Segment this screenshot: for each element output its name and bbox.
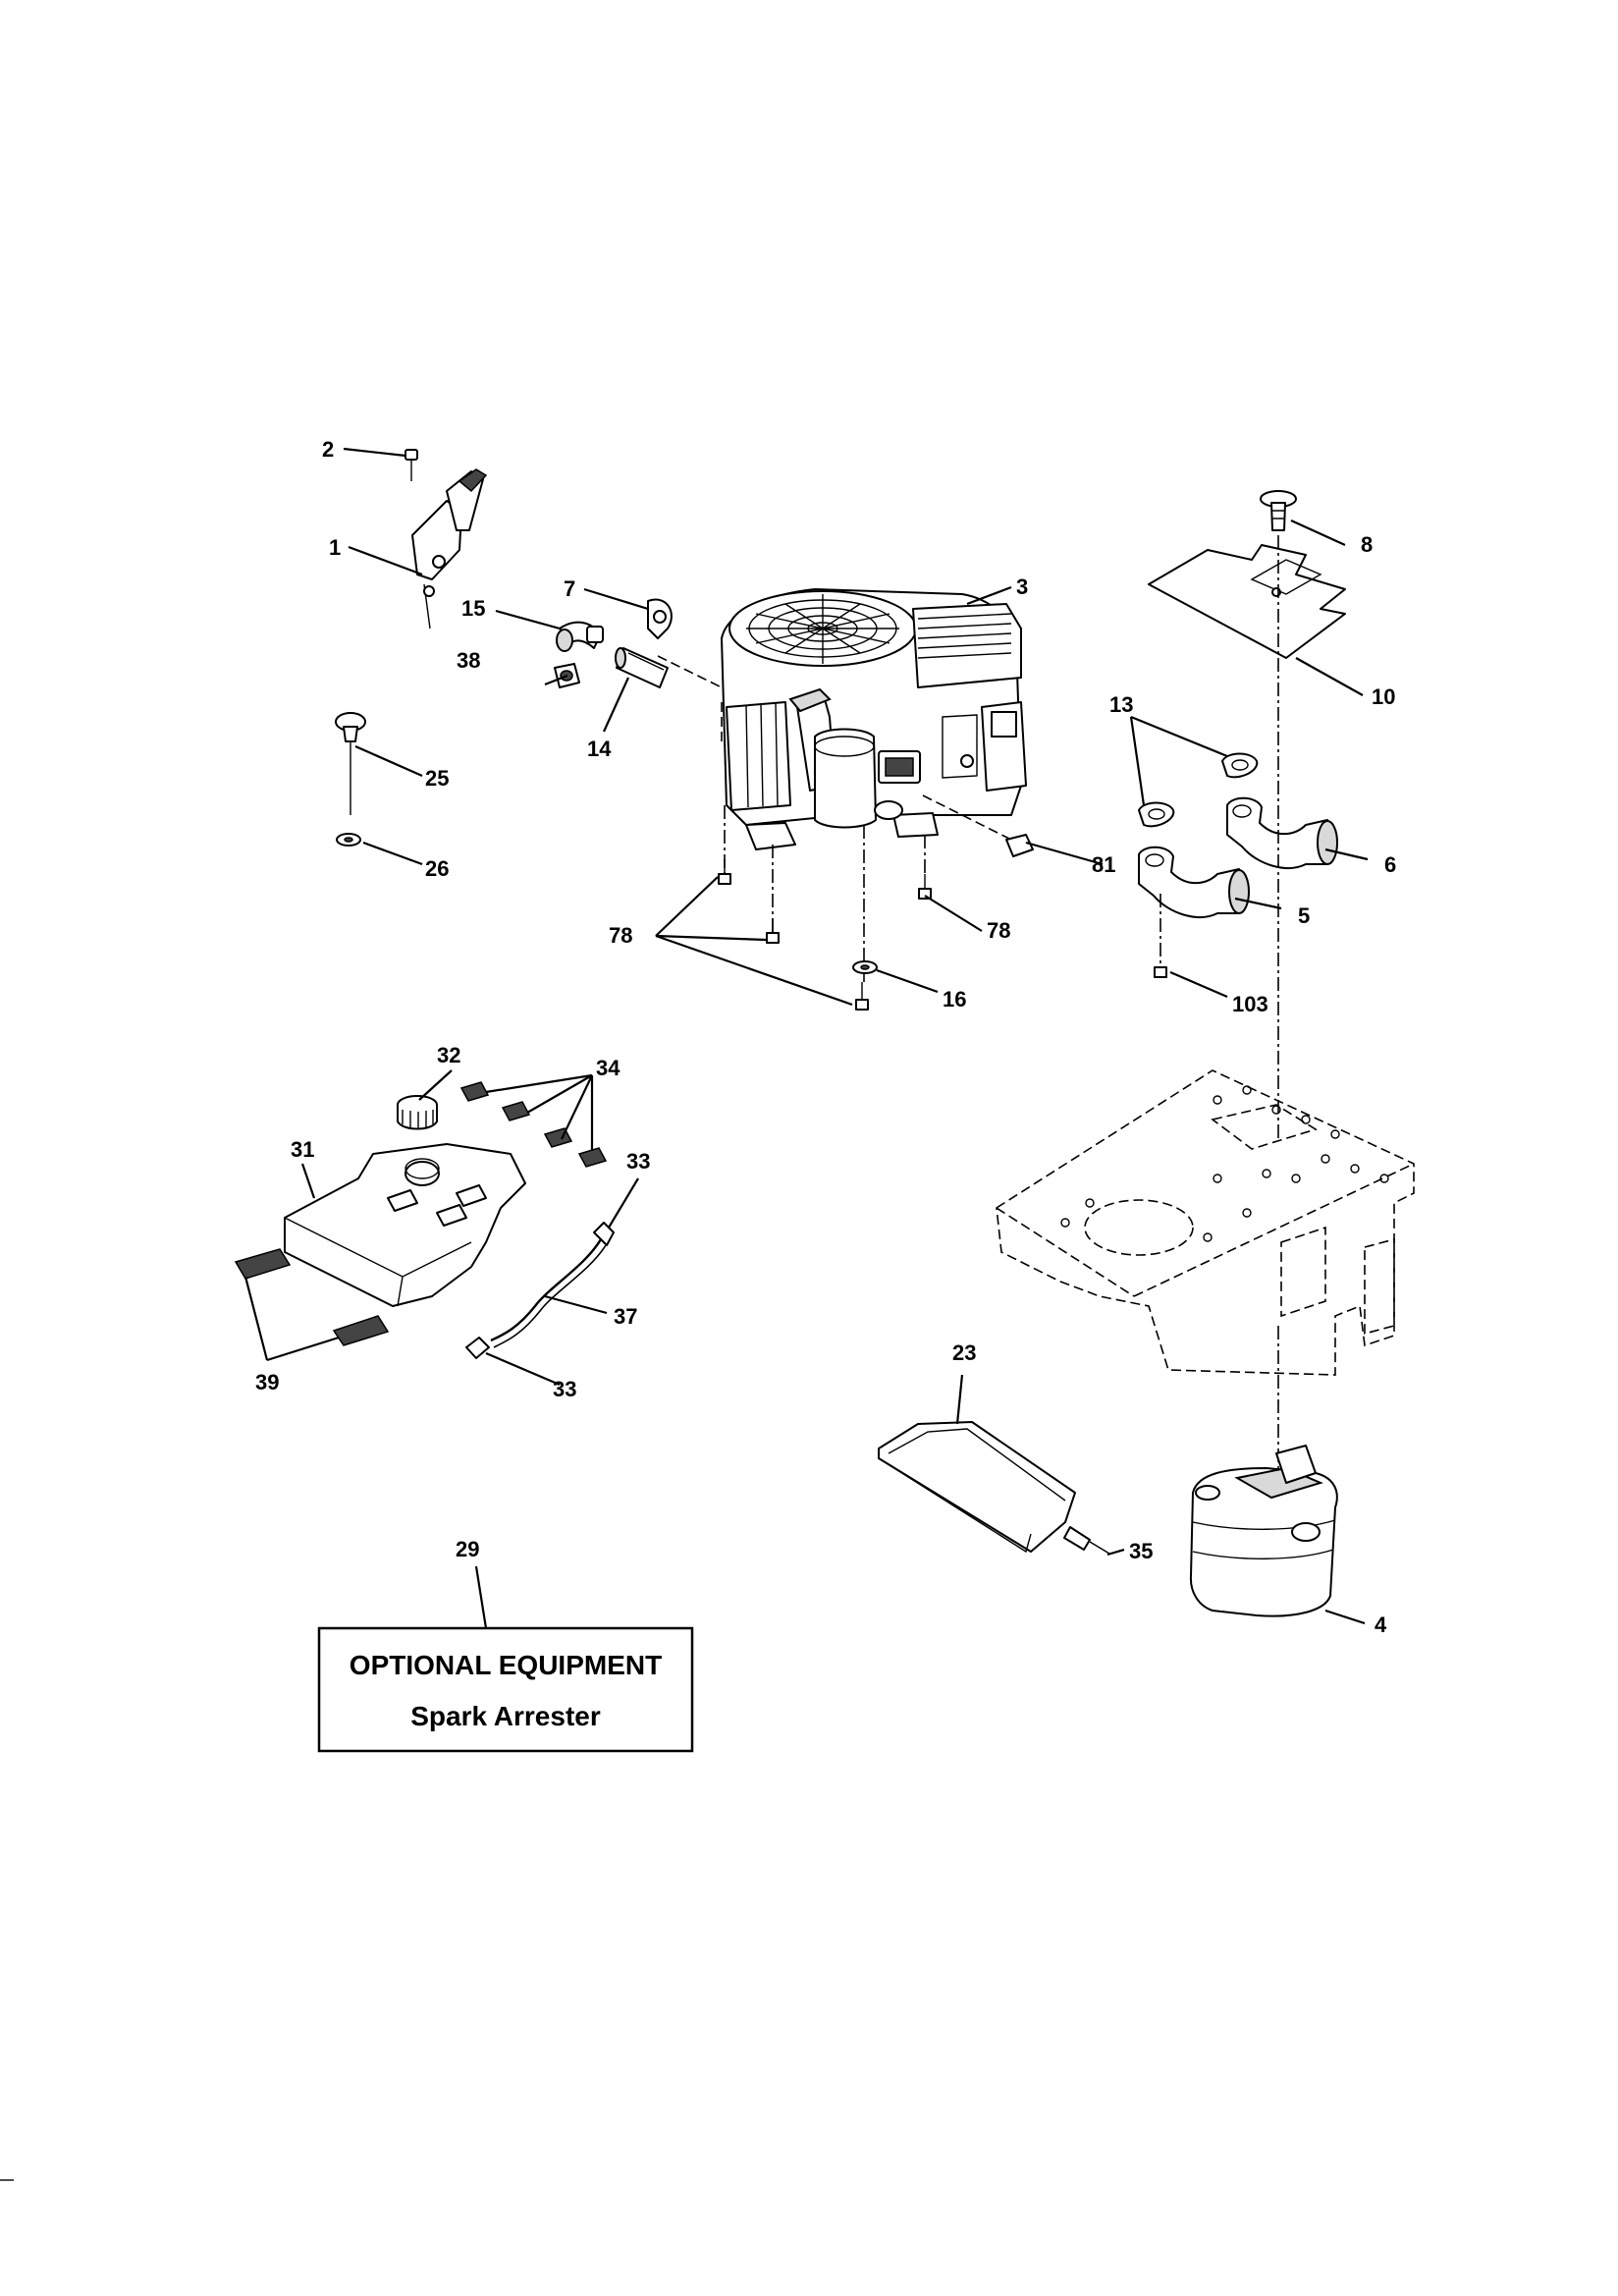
washer-part: [852, 960, 878, 974]
cap-part-32: [397, 1095, 438, 1130]
gasket-part-upper: [1221, 752, 1259, 779]
label-part-78-left: 78: [609, 923, 632, 948]
optional-equipment-title: OPTIONAL EQUIPMENT: [350, 1650, 662, 1680]
label-part-81: 81: [1092, 852, 1115, 877]
label-part-31: 31: [291, 1137, 314, 1162]
elbow-fitting-part: [556, 621, 604, 652]
engine-part: [721, 588, 1027, 850]
tube-part: [615, 647, 669, 688]
label-part-29: 29: [456, 1537, 479, 1561]
label-part-35: 35: [1129, 1539, 1153, 1563]
label-part-78-right: 78: [987, 918, 1010, 943]
label-part-7: 7: [564, 576, 575, 601]
label-part-3: 3: [1016, 574, 1028, 599]
label-part-4: 4: [1375, 1613, 1387, 1637]
label-part-33-lower: 33: [553, 1377, 576, 1401]
label-part-10: 10: [1372, 684, 1395, 709]
bolt-part-8: [1260, 490, 1297, 531]
label-part-37: 37: [614, 1304, 637, 1329]
throttle-control-part: [411, 468, 488, 629]
bolt-part-78-left: [718, 805, 731, 885]
label-part-32: 32: [437, 1043, 460, 1067]
label-part-2: 2: [322, 437, 334, 462]
label-part-6: 6: [1384, 852, 1396, 877]
label-part-13: 13: [1109, 692, 1133, 717]
optional-equipment-box: OPTIONAL EQUIPMENT Spark Arrester: [317, 1626, 694, 1753]
bolt-part-78-right: [918, 835, 932, 900]
nut-part: [1005, 834, 1034, 857]
clip-part-33-lower: [465, 1337, 490, 1359]
label-part-1: 1: [329, 535, 341, 560]
bolt-part-78-low: [855, 982, 869, 1011]
screw-part-35: [1063, 1526, 1110, 1555]
label-part-38: 38: [457, 648, 480, 673]
mower-frame-part: [996, 1069, 1415, 1376]
muffler-part: [1189, 1445, 1338, 1617]
label-part-39: 39: [255, 1370, 279, 1394]
label-part-8: 8: [1361, 532, 1373, 557]
label-part-34: 34: [596, 1056, 620, 1080]
label-part-33-upper: 33: [626, 1149, 650, 1174]
label-part-103: 103: [1232, 992, 1268, 1016]
washer-part-26: [336, 833, 361, 847]
screw-part-2: [404, 449, 418, 481]
label-part-14: 14: [587, 737, 612, 761]
label-part-16: 16: [943, 987, 966, 1011]
clamp-part: [647, 598, 673, 639]
clip-part-33-upper: [593, 1222, 615, 1246]
label-part-26: 26: [425, 856, 449, 881]
spark-arrester-body-part: [284, 1143, 526, 1307]
spark-arrester-label: Spark Arrester: [410, 1701, 601, 1731]
exhaust-pipe-part-5: [1138, 846, 1250, 918]
heat-shield-part: [1148, 544, 1346, 659]
exhaust-pipe-part-6: [1226, 796, 1338, 869]
leader-lines: [243, 447, 1369, 1629]
dipstick-part: [335, 712, 366, 815]
part-number-labels: 2 1 3 7 15 38 14 8 10 13 6 5 81 78 78 16…: [255, 437, 1396, 1637]
hose-part-37: [490, 1238, 607, 1348]
bolt-part-103: [1154, 894, 1167, 978]
label-part-5: 5: [1298, 903, 1310, 928]
pad-part-39: [234, 1248, 390, 1346]
label-part-25: 25: [425, 766, 449, 791]
label-part-15: 15: [461, 596, 485, 621]
bolt-part-78-mid: [766, 845, 780, 944]
label-part-23: 23: [952, 1340, 976, 1365]
muffler-shield-part: [878, 1421, 1076, 1554]
gasket-part-lower: [1138, 801, 1175, 828]
